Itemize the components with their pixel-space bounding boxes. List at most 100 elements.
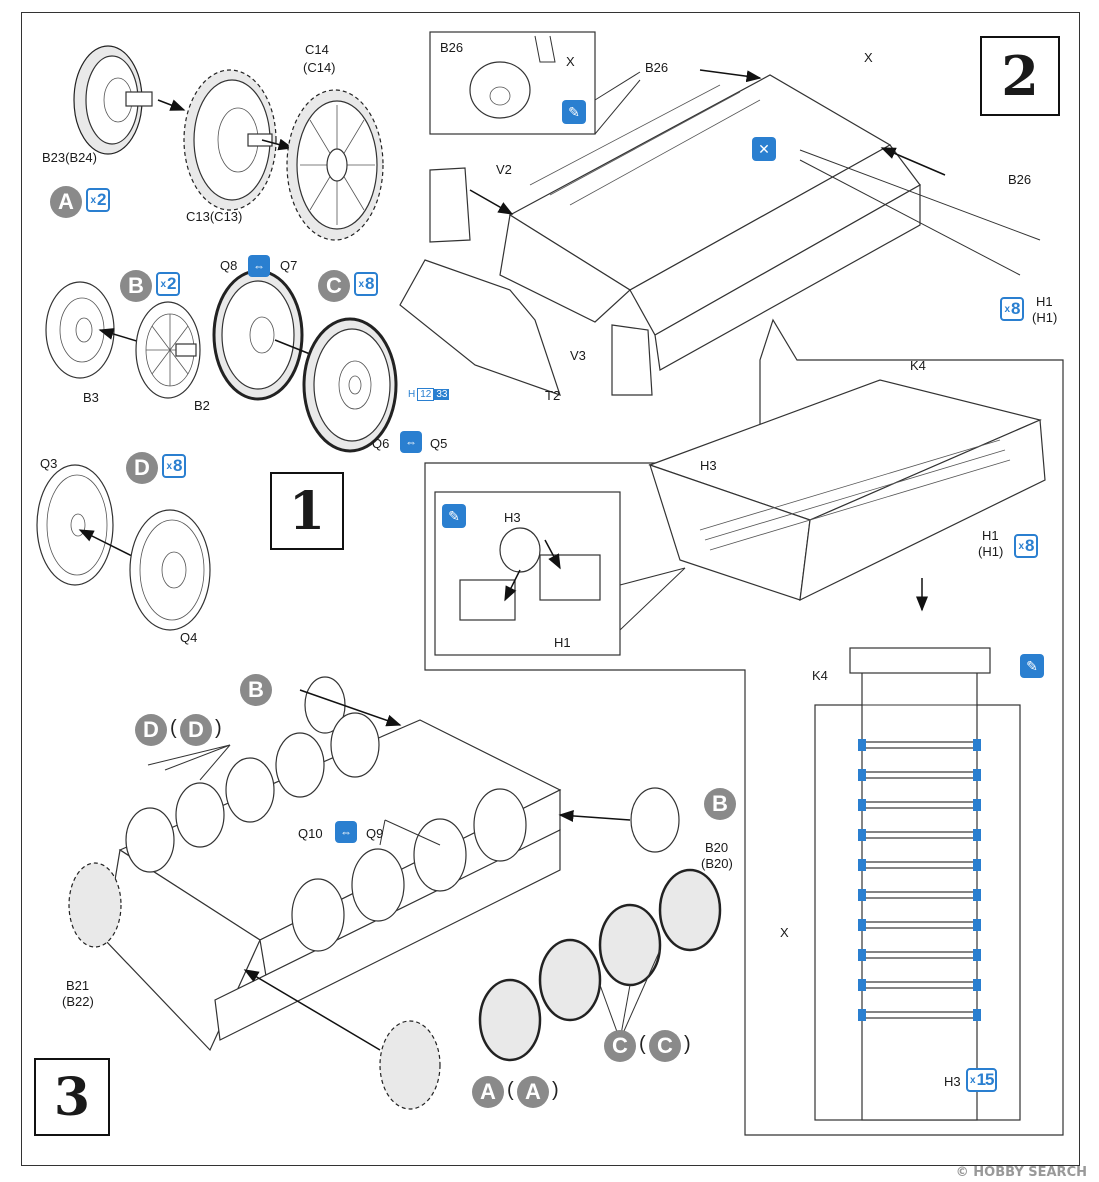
- badge-d-step3: D: [135, 714, 167, 746]
- label-q7: Q7: [280, 258, 298, 273]
- label-x-top: X: [864, 50, 873, 65]
- step-1-number: 1: [288, 480, 326, 542]
- torsion-bar-end: [973, 769, 981, 781]
- torsion-bar-end: [973, 1009, 981, 1021]
- swap-icon-q8-q7: ⇔: [248, 255, 270, 277]
- torsion-bar-end: [973, 799, 981, 811]
- paint-icon-top-view: ✎: [1020, 654, 1044, 678]
- badge-d: D: [126, 452, 158, 484]
- label-k4-mid: K4: [910, 358, 926, 373]
- badge-b-step3-top: B: [240, 674, 272, 706]
- badge-d-step3-alt: D: [180, 714, 212, 746]
- torsion-bar-end: [973, 949, 981, 961]
- step-2-box: 2: [980, 36, 1060, 116]
- label-h1-top: H1: [1036, 294, 1053, 309]
- torsion-bar: [861, 771, 978, 779]
- badge-c-step3-alt: C: [649, 1030, 681, 1062]
- label-x-inset: X: [566, 54, 575, 69]
- label-h3-bottom: H3: [944, 1074, 961, 1089]
- torsion-bar-end: [858, 979, 866, 991]
- paren-open-d: (: [170, 717, 177, 739]
- label-x-bottom: X: [780, 925, 789, 940]
- torsion-bar-rows: [858, 739, 981, 1021]
- sheet-frame: [21, 12, 1080, 1166]
- label-q9: Q9: [366, 826, 384, 841]
- torsion-bar-inset: [434, 491, 686, 656]
- paint-icon-torsion-inset: ✎: [442, 504, 466, 528]
- torsion-bar-end: [973, 829, 981, 841]
- torsion-bar: [861, 801, 978, 809]
- label-b20-alt: (B20): [701, 856, 733, 871]
- label-h1-mid: H1: [982, 528, 999, 543]
- torsion-bar-end: [858, 889, 866, 901]
- torsion-bar-end: [973, 919, 981, 931]
- torsion-bar-end: [973, 979, 981, 991]
- wheel-c-assembly: [212, 269, 398, 453]
- label-b21: B21: [66, 978, 90, 993]
- glue-prohibited-icon: ✕: [752, 137, 776, 161]
- torsion-bar: [861, 861, 978, 869]
- label-b2: B2: [194, 398, 210, 413]
- paren-close-d: ): [215, 717, 222, 739]
- torsion-bar-end: [858, 1009, 866, 1021]
- swap-icon-q6-q5: ⇔: [400, 431, 422, 453]
- label-b22: (B22): [62, 994, 94, 1009]
- badge-b: B: [120, 270, 152, 302]
- step-2-number: 2: [1001, 44, 1039, 108]
- label-h1-top-alt: (H1): [1032, 310, 1058, 325]
- label-b26-right: B26: [1008, 172, 1032, 187]
- torsion-bar-end: [973, 889, 981, 901]
- step-3-number: 3: [53, 1066, 91, 1128]
- label-q5: Q5: [430, 436, 448, 451]
- torsion-bar: [861, 741, 978, 749]
- torsion-bar-end: [858, 859, 866, 871]
- label-k4-bottom: K4: [812, 668, 828, 683]
- torsion-bar-end: [858, 769, 866, 781]
- torsion-bar: [861, 1011, 978, 1019]
- step-3-box: 3: [34, 1058, 110, 1136]
- torsion-bar: [861, 891, 978, 899]
- badge-a-step3: A: [472, 1076, 504, 1108]
- torsion-bar-end: [858, 739, 866, 751]
- label-c14: C14: [305, 42, 329, 57]
- torsion-bar: [861, 951, 978, 959]
- label-h1-inset: H1: [554, 635, 571, 650]
- torsion-bar-end: [973, 859, 981, 871]
- paren-open-c: (: [639, 1033, 646, 1055]
- label-q4: Q4: [180, 630, 198, 645]
- label-t2: T2: [545, 388, 561, 403]
- badge-a: A: [50, 186, 82, 218]
- label-q3: Q3: [40, 456, 58, 471]
- label-h3-mid: H3: [700, 458, 717, 473]
- label-v3: V3: [570, 348, 586, 363]
- paint-icon-inset: ✎: [562, 100, 586, 124]
- label-b23: B23(B24): [42, 150, 97, 165]
- step-1-box: 1: [270, 472, 344, 550]
- label-b3: B3: [83, 390, 99, 405]
- hull-interior: [648, 379, 1046, 602]
- torsion-bar-end: [858, 799, 866, 811]
- sprocket-assembly: [73, 45, 384, 241]
- torsion-bar-end: [973, 739, 981, 751]
- paren-open-a: (: [507, 1079, 514, 1101]
- callout-border: [424, 318, 1064, 1136]
- badge-c-step3: C: [604, 1030, 636, 1062]
- badge-c: C: [318, 270, 350, 302]
- torsion-bar: [861, 981, 978, 989]
- torsion-bar-end: [858, 829, 866, 841]
- badge-a-step3-alt: A: [517, 1076, 549, 1108]
- label-q8: Q8: [220, 258, 238, 273]
- torsion-bar-end: [858, 919, 866, 931]
- label-v2: V2: [496, 162, 512, 177]
- hull-step3: [68, 676, 722, 1110]
- watermark: © HOBBY SEARCH: [955, 1165, 1087, 1180]
